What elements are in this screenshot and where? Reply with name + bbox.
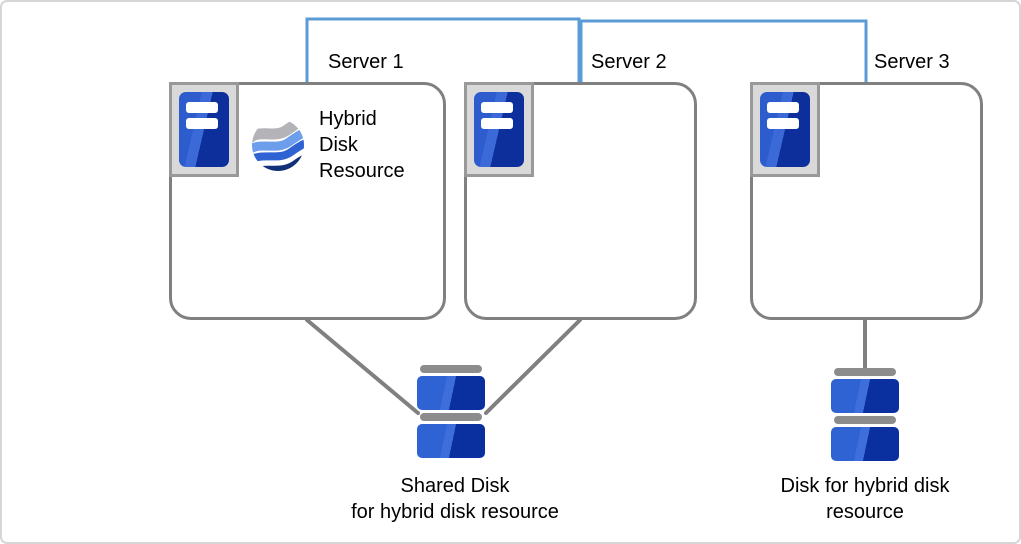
disk-platter (831, 379, 899, 413)
drive-bay-icon (767, 118, 799, 129)
shared-disk-label-line: for hybrid disk resource (351, 501, 559, 523)
hybrid-label-line: Disk (319, 134, 358, 156)
disk-connection-line-server2 (484, 318, 582, 415)
disk-platter (831, 427, 899, 461)
disk-platter (417, 424, 485, 458)
disk-connection-line-server1 (305, 318, 420, 415)
drive-bay-icon (481, 118, 513, 129)
disk-cap (834, 368, 896, 376)
hybrid-label-line: Hybrid (319, 108, 377, 130)
hybrid-disk-label: Disk for hybrid disk resource (705, 473, 1019, 525)
shared-disk-label-line: Shared Disk (400, 475, 510, 497)
hybrid-disk-label-line: Disk for hybrid disk (780, 475, 950, 497)
interconnect-line-server2-server3 (579, 19, 868, 82)
hybrid-disk-resource-icon (252, 119, 304, 171)
server-3-icon (750, 82, 820, 177)
hybrid-disk-icon (831, 368, 899, 464)
shared-disk-icon (417, 365, 485, 461)
disk-cap (834, 416, 896, 424)
drive-bay-icon (481, 102, 513, 113)
hybrid-label-line: Resource (319, 160, 405, 182)
drive-bay-icon (186, 118, 218, 129)
disk-platter (417, 376, 485, 410)
hybrid-disk-label-line: resource (826, 501, 904, 523)
server-tower-icon (179, 92, 229, 167)
server-2-box (464, 82, 697, 320)
server-1-icon (169, 82, 239, 177)
server-2-icon (464, 82, 534, 177)
disk-cap (420, 413, 482, 421)
disk-cap (420, 365, 482, 373)
drive-bay-icon (767, 102, 799, 113)
server-tower-icon (760, 92, 810, 167)
drive-bay-icon (186, 102, 218, 113)
server-tower-icon (474, 92, 524, 167)
shared-disk-label: Shared Disk for hybrid disk resource (295, 473, 615, 525)
server-3-label: Server 3 (874, 51, 950, 73)
server-1-label: Server 1 (328, 51, 404, 73)
interconnect-line-server1-server2 (305, 17, 581, 82)
hybrid-disk-resource-label: Hybrid Disk Resource (319, 106, 405, 184)
server-2-label: Server 2 (591, 51, 667, 73)
